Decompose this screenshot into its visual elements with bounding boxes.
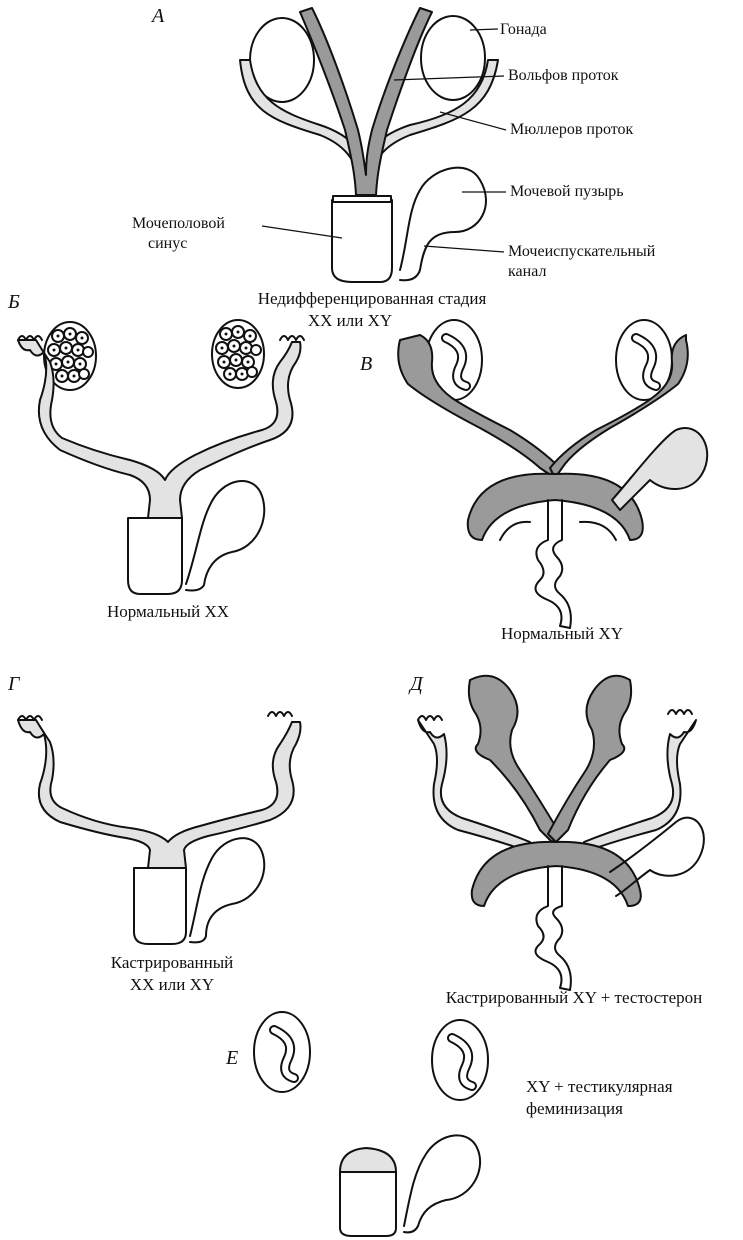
panel-v: В Нормальный XY (360, 320, 707, 643)
caption-d: Кастрированный XY + тестостерон (446, 988, 702, 1007)
panel-g-letter: Г (7, 673, 21, 695)
panel-g: Г Кастрированный XX или XY (7, 673, 301, 994)
label-sinus-2: синус (148, 235, 187, 252)
fimbria-right (280, 336, 304, 340)
testis-e-right (432, 1020, 488, 1100)
vas-deferens-d (469, 676, 560, 842)
vagina-castrated (134, 868, 186, 944)
ovary-right (212, 320, 264, 388)
label-mullerian: Мюллеров проток (510, 121, 634, 138)
urethra-xy (536, 500, 571, 628)
panel-d-letter: Д (408, 673, 424, 695)
label-wolffian: Вольфов проток (508, 67, 619, 84)
label-urethra-2: канал (508, 263, 546, 280)
panel-v-letter: В (360, 353, 372, 375)
panel-b: Б Нормальный XX (7, 291, 304, 621)
bladder-e (404, 1135, 480, 1232)
urethra-d (536, 866, 571, 990)
panel-a-letter: А (150, 5, 165, 27)
caption-e-2: феминизация (526, 1099, 623, 1118)
vagina-xx (128, 518, 182, 594)
testis-e-left (254, 1012, 310, 1092)
panel-d: Д Кастрированный XY + тестостерон (408, 673, 704, 1007)
gonad-right (421, 16, 485, 100)
panel-e-letter: Е (225, 1047, 238, 1069)
bladder-castrated (190, 838, 264, 942)
caption-g-2: XX или XY (130, 975, 214, 994)
wolffian-duct (300, 8, 432, 195)
label-gonad: Гонада (500, 21, 547, 38)
panel-b-letter: Б (7, 291, 20, 313)
label-urethra-1: Мочеиспускательный (508, 243, 656, 260)
caption-a-1: Недифференцированная стадия (258, 289, 487, 308)
sinus-e (340, 1172, 396, 1236)
urogenital-sinus (332, 200, 392, 282)
label-bladder: Мочевой пузырь (510, 183, 624, 200)
label-sinus-1: Мочеполовой (132, 215, 225, 232)
bladder-xy (612, 428, 707, 510)
caption-g-1: Кастрированный (111, 953, 234, 972)
panel-e: Е XY + тестикулярная феминизация (225, 1012, 673, 1236)
bladder (400, 168, 486, 281)
sinus-top-e (340, 1148, 396, 1172)
caption-a-2: XX или XY (308, 311, 392, 330)
caption-v: Нормальный XY (501, 624, 623, 643)
panel-a: А Гонада Вольфов проток Мюллеров проток … (132, 5, 656, 330)
caption-b: Нормальный XX (107, 602, 229, 621)
bladder-xx (186, 481, 264, 590)
caption-e-1: XY + тестикулярная (526, 1077, 673, 1096)
